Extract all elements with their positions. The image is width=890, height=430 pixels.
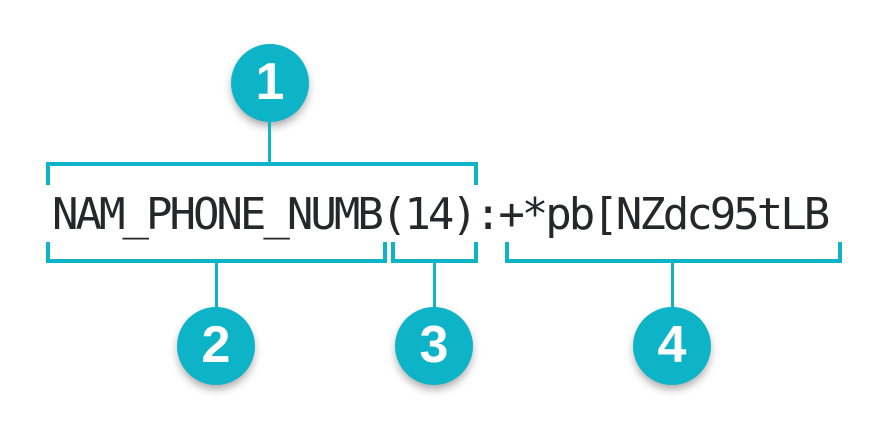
bracket-field-name <box>46 242 387 263</box>
callout-stem-1 <box>268 121 271 164</box>
callout-badge-1: 1 <box>231 44 309 122</box>
callout-label-1: 1 <box>255 53 285 111</box>
bracket-field-name-and-length <box>46 162 478 185</box>
callout-badge-4: 4 <box>633 307 711 385</box>
bracket-value <box>505 242 842 263</box>
callout-stem-3 <box>433 262 436 308</box>
callout-stem-2 <box>215 262 218 308</box>
callout-badge-3: 3 <box>395 307 473 385</box>
callout-label-4: 4 <box>657 316 687 374</box>
callout-label-2: 2 <box>201 316 231 374</box>
bracket-length <box>391 242 478 263</box>
callout-stem-4 <box>671 262 674 308</box>
callout-label-3: 3 <box>419 316 449 374</box>
callout-badge-2: 2 <box>177 307 255 385</box>
code-string: NAM_PHONE_NUMB(14):+*pb[NZdc95tLB <box>52 189 830 240</box>
